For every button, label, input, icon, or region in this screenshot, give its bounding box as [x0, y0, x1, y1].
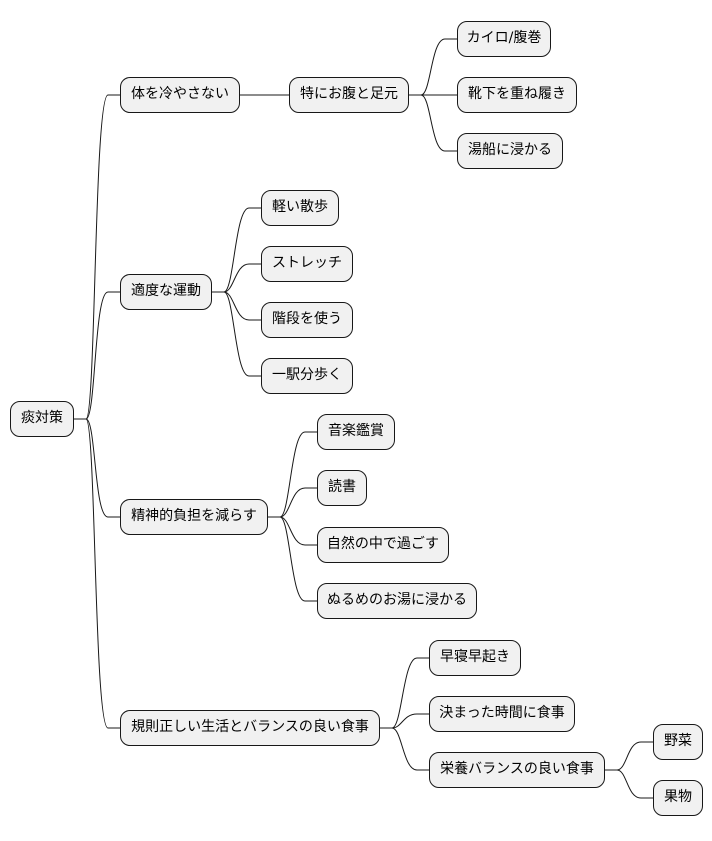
- branch-node-regular-life: 規則正しい生活とバランスの良い食事: [120, 710, 380, 746]
- leaf-node-warm-bath: ぬるめのお湯に浸かる: [317, 583, 477, 619]
- leaf-node-music: 音楽鑑賞: [317, 414, 395, 450]
- leaf-node-kairo: カイロ/腹巻: [457, 21, 551, 57]
- edge-root-node-to-branch-node-reduce-stress: [74, 418, 120, 518]
- leaf-node-fruit: 果物: [653, 780, 703, 816]
- leaf-node-vegetables: 野菜: [653, 724, 703, 760]
- leaf-node-stairs: 階段を使う: [261, 302, 353, 338]
- sub-node-balanced-meal: 栄養バランスの良い食事: [429, 752, 605, 788]
- leaf-node-station-walk: 一駅分歩く: [261, 358, 353, 394]
- edge-branch-node-exercise-to-leaf-node-stairs: [212, 291, 261, 321]
- edge-sub-node-balanced-meal-to-leaf-node-fruit: [605, 769, 653, 799]
- edge-branch-node-regular-life-to-leaf-node-early-rise: [380, 657, 429, 729]
- edge-root-node-to-branch-node-regular-life: [74, 418, 120, 729]
- leaf-node-walk: 軽い散歩: [261, 190, 339, 226]
- leaf-node-bath: 湯船に浸かる: [457, 133, 563, 169]
- edge-sub-node-belly-feet-to-leaf-node-kairo: [409, 38, 457, 96]
- edge-branch-node-reduce-stress-to-leaf-node-warm-bath: [268, 516, 317, 602]
- edge-branch-node-exercise-to-leaf-node-stretch: [212, 263, 261, 293]
- leaf-node-early-rise: 早寝早起き: [429, 640, 521, 676]
- leaf-node-stretch: ストレッチ: [261, 246, 353, 282]
- edge-branch-node-reduce-stress-to-leaf-node-nature: [268, 516, 317, 546]
- root-node: 痰対策: [10, 401, 74, 437]
- edge-branch-node-regular-life-to-leaf-node-meal-time: [380, 713, 429, 729]
- edge-root-node-to-branch-node-exercise: [74, 291, 120, 420]
- sub-node-belly-feet: 特にお腹と足元: [289, 77, 409, 113]
- edge-sub-node-belly-feet-to-leaf-node-bath: [409, 94, 457, 152]
- branch-node-exercise: 適度な運動: [120, 274, 212, 310]
- edge-branch-node-exercise-to-leaf-node-station-walk: [212, 291, 261, 377]
- leaf-node-reading: 読書: [317, 470, 367, 506]
- leaf-node-meal-time: 決まった時間に食事: [429, 696, 575, 732]
- edge-branch-node-regular-life-to-sub-node-balanced-meal: [380, 727, 429, 771]
- edge-branch-node-reduce-stress-to-leaf-node-music: [268, 431, 317, 518]
- edge-sub-node-balanced-meal-to-leaf-node-vegetables: [605, 741, 653, 771]
- leaf-node-nature: 自然の中で過ごす: [317, 527, 449, 563]
- edge-branch-node-exercise-to-leaf-node-walk: [212, 207, 261, 293]
- edge-branch-node-reduce-stress-to-leaf-node-reading: [268, 487, 317, 518]
- branch-node-reduce-stress: 精神的負担を減らす: [120, 499, 268, 535]
- edge-root-node-to-branch-node-keep-warm: [74, 94, 120, 420]
- branch-node-keep-warm: 体を冷やさない: [120, 77, 240, 113]
- leaf-node-socks: 靴下を重ね履き: [457, 77, 577, 113]
